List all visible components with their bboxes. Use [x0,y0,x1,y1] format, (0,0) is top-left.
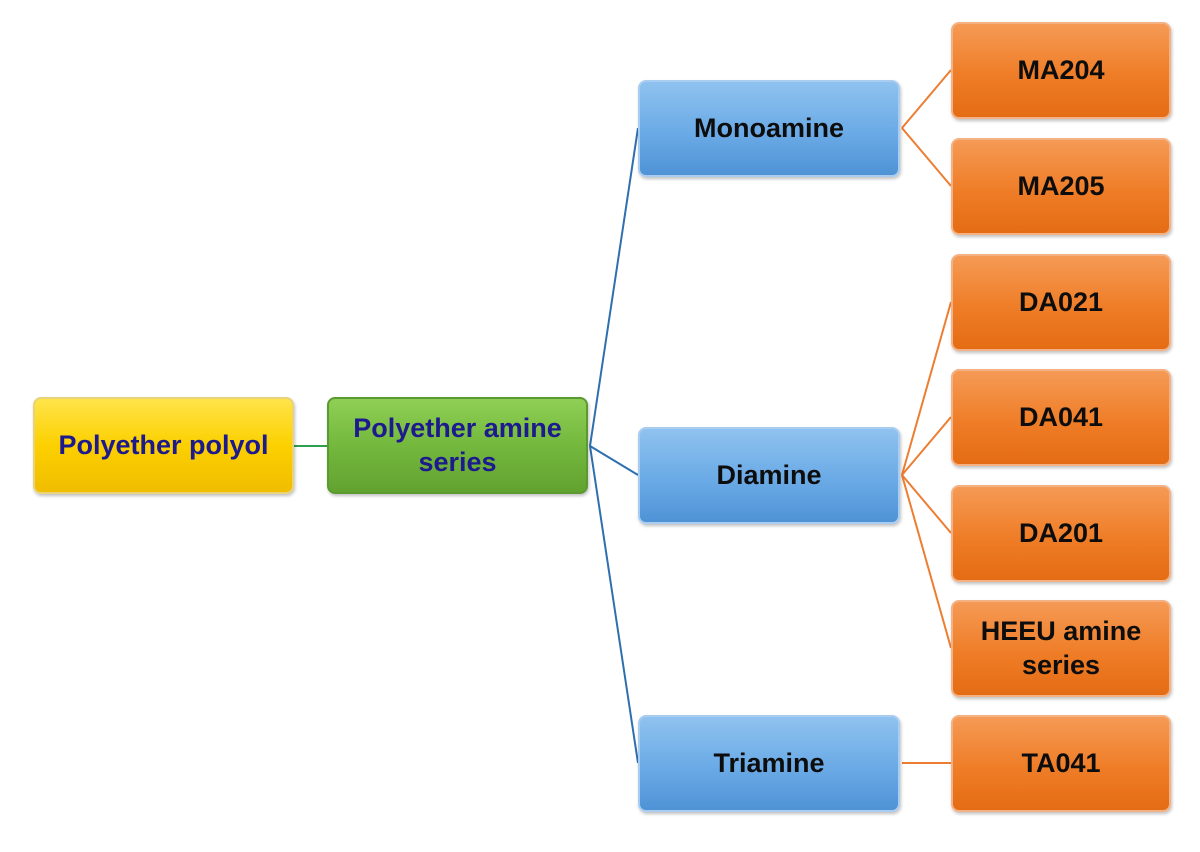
node-diamine: Diamine [638,427,900,524]
node-polyether-amine-series: Polyether amine series [327,397,588,494]
node-label-line1: HEEU amine [980,615,1142,646]
node-ma205: MA205 [951,138,1171,235]
node-label: Diamine [716,459,822,490]
node-label-line1: MA205 [1017,170,1105,201]
connector-diamine-da021 [901,301,952,476]
node-label-line2: series [1021,649,1101,680]
connector-diamine-da041 [901,416,952,476]
node-ta041: TA041 [951,715,1171,812]
node-da201: DA201 [951,485,1171,582]
node-label-line2: series [418,446,497,477]
connector-diamine-da201 [901,474,952,534]
node-label-line1: DA021 [1018,286,1104,317]
connector-monoamine-ma204 [901,69,952,129]
node-label-line1: MA204 [1017,54,1105,85]
node-heeu-amine-series: HEEU amine series [951,600,1171,697]
node-ma204: MA204 [951,22,1171,119]
connector-diamine-heeu [901,474,952,649]
node-da041: DA041 [951,369,1171,466]
node-label-line1: Polyether amine [353,412,562,443]
node-da021: DA021 [951,254,1171,351]
node-label: Triamine [713,747,825,778]
node-label-line1: DA041 [1018,401,1104,432]
node-label-line1: TA041 [1021,747,1101,778]
node-label: Monoamine [693,112,844,143]
node-label-line1: DA201 [1018,517,1104,548]
connector-series-diamine [589,445,639,476]
node-triamine: Triamine [638,715,900,812]
connector-series-monoamine [589,127,639,447]
node-label: Polyether polyol [58,429,269,460]
connector-series-triamine [589,445,639,764]
connector-monoamine-ma205 [901,127,952,187]
node-polyether-polyol: Polyether polyol [33,397,294,494]
node-monoamine: Monoamine [638,80,900,177]
